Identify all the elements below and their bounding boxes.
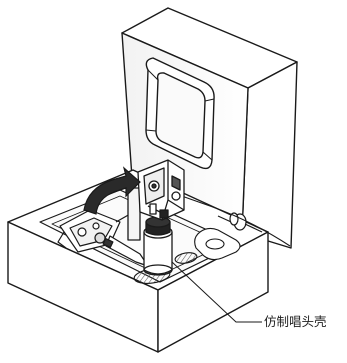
cutout-right: [174, 252, 198, 264]
lid-right-side: [241, 61, 298, 249]
callout-leader: [171, 261, 262, 323]
foam-cutouts: [133, 227, 241, 284]
rotation-arrow: [83, 166, 141, 215]
headshell-stand: [127, 159, 185, 276]
callout-label: 仿制唱头壳: [264, 314, 327, 329]
tonearm-assembly: [57, 209, 149, 267]
arrow-body: [83, 166, 141, 215]
